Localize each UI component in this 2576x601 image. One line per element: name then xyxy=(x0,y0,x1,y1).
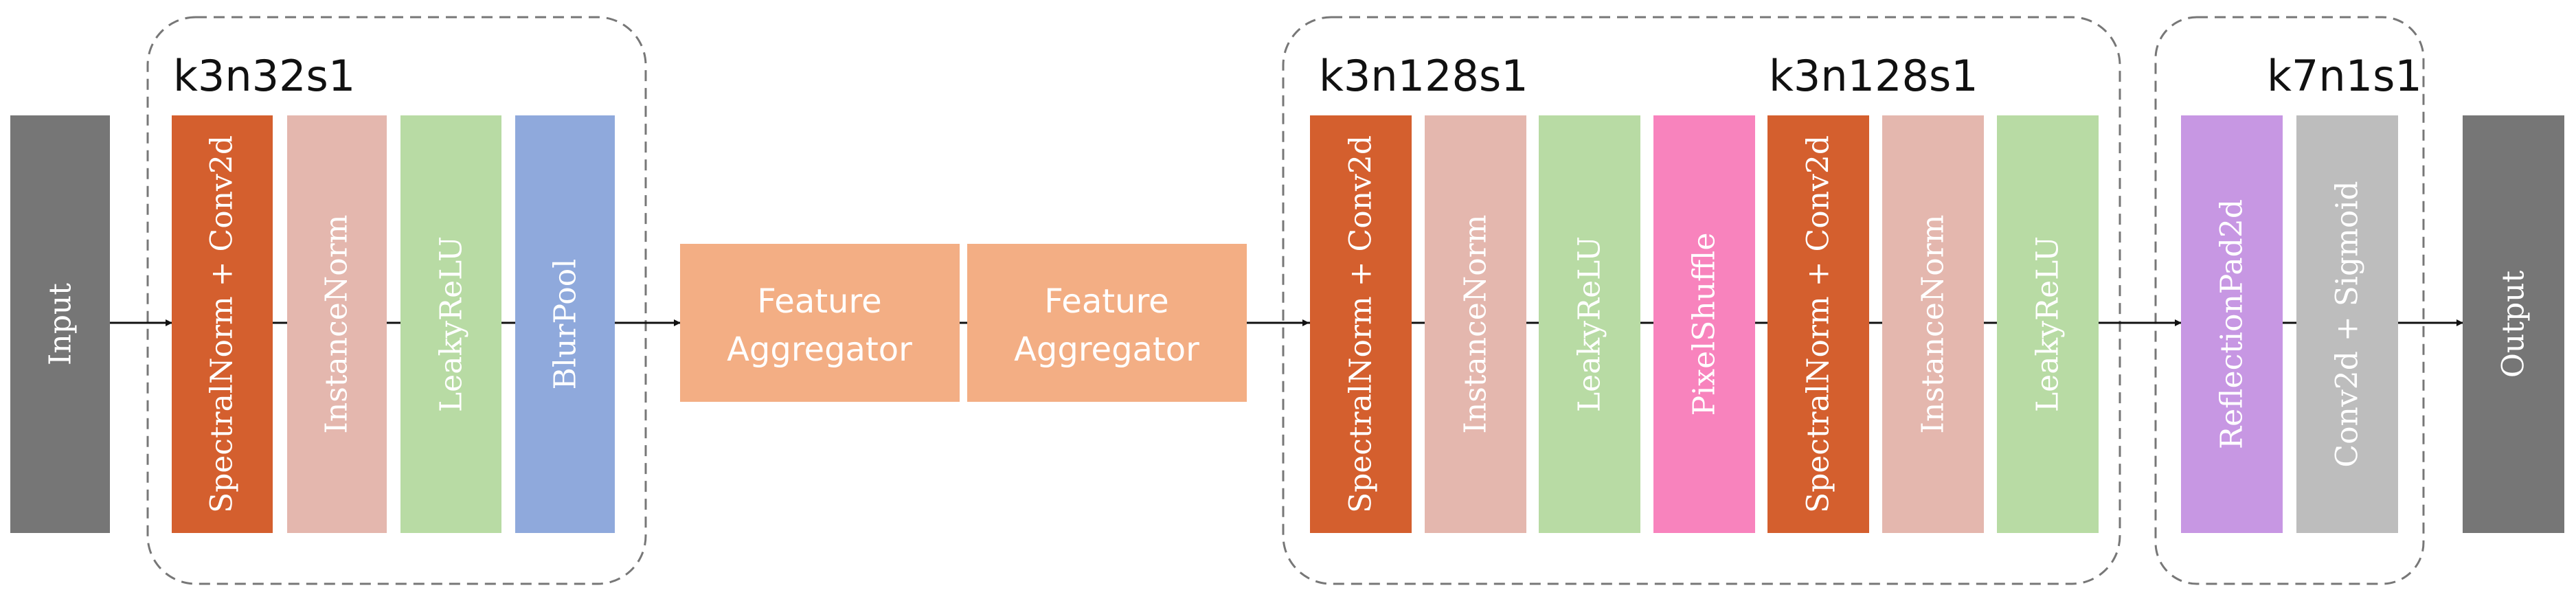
decoder-instancenorm-block-2: InstanceNorm xyxy=(1882,115,1984,533)
input-label: Input xyxy=(43,283,78,365)
decoder-leakyrelu-block-1: LeakyReLU xyxy=(1539,115,1640,533)
decoder-relu2-label: LeakyReLU xyxy=(2031,236,2066,412)
decoder-spectralnorm-conv2d-block-2: SpectralNorm + Conv2d xyxy=(1767,115,1869,533)
group-encoder-border xyxy=(146,16,647,585)
output-label: Output xyxy=(2496,271,2531,378)
group-label-encoder: k3n32s1 xyxy=(173,51,355,101)
encoder-instancenorm-block: InstanceNorm xyxy=(287,115,387,533)
encoder-spectralnorm-conv2d-block: SpectralNorm + Conv2d xyxy=(172,115,273,533)
final-reflectionpad2d-block: ReflectionPad2d xyxy=(2181,115,2283,533)
encoder-blurpool-block: BlurPool xyxy=(515,115,615,533)
group-label-decoder-b: k3n128s1 xyxy=(1769,51,1978,101)
decoder-conv1-label: SpectralNorm + Conv2d xyxy=(1344,135,1379,513)
aggregator-2-label-line1: Feature xyxy=(1044,282,1168,321)
decoder-pixelshuffle-label: PixelShuffle xyxy=(1687,233,1722,416)
decoder-spectralnorm-conv2d-block-1: SpectralNorm + Conv2d xyxy=(1310,115,1412,533)
decoder-norm1-label: InstanceNorm xyxy=(1458,215,1493,434)
feature-aggregator-block-1: Feature Aggregator xyxy=(680,244,960,402)
decoder-instancenorm-block-1: InstanceNorm xyxy=(1425,115,1526,533)
encoder-conv-label: SpectralNorm + Conv2d xyxy=(205,135,240,513)
decoder-leakyrelu-block-2: LeakyReLU xyxy=(1997,115,2099,533)
encoder-relu-label: LeakyReLU xyxy=(434,236,469,412)
aggregator-1-label-line2: Aggregator xyxy=(727,330,912,369)
feature-aggregator-block-2: Feature Aggregator xyxy=(967,244,1247,402)
aggregator-1-label-line1: Feature xyxy=(757,282,881,321)
group-label-decoder-a: k3n128s1 xyxy=(1319,51,1528,101)
decoder-pixelshuffle-block: PixelShuffle xyxy=(1653,115,1755,533)
group-final-border xyxy=(2154,16,2425,585)
decoder-relu1-label: LeakyReLU xyxy=(1572,236,1607,412)
final-reflectionpad-label: ReflectionPad2d xyxy=(2215,199,2250,449)
group-label-final: k7n1s1 xyxy=(2267,51,2422,101)
encoder-norm-label: InstanceNorm xyxy=(319,215,354,434)
encoder-blurpool-label: BlurPool xyxy=(548,259,583,390)
final-conv-sigmoid-label: Conv2d + Sigmoid xyxy=(2330,181,2365,467)
input-block: Input xyxy=(10,115,110,533)
final-conv2d-sigmoid-block: Conv2d + Sigmoid xyxy=(2296,115,2398,533)
output-block: Output xyxy=(2463,115,2564,533)
decoder-norm2-label: InstanceNorm xyxy=(1916,215,1951,434)
decoder-conv2-label: SpectralNorm + Conv2d xyxy=(1801,135,1836,513)
aggregator-2-label-line2: Aggregator xyxy=(1014,330,1199,369)
group-decoder-border xyxy=(1282,16,2121,585)
encoder-leakyrelu-block: LeakyReLU xyxy=(400,115,501,533)
